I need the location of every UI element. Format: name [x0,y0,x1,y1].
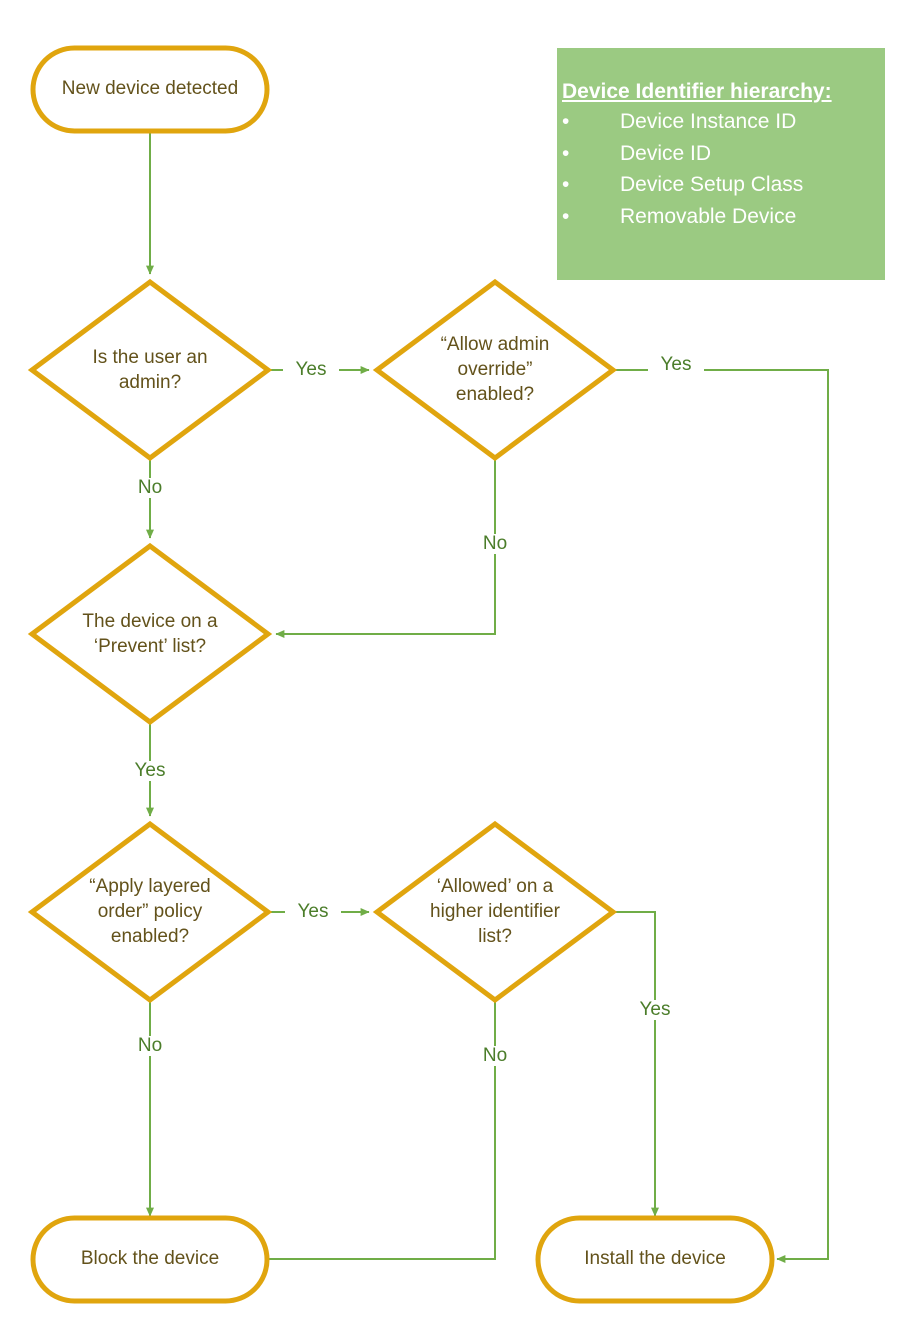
legend-item-label: Device Setup Class [620,173,804,196]
node-start[interactable] [30,45,270,134]
bullet-icon: • [562,204,570,228]
node-prevent-list[interactable] [27,542,273,726]
legend-item-label: Removable Device [620,204,797,228]
legend-item-label: Device ID [620,141,712,165]
edge-label-is-admin-yes: Yes [283,360,339,380]
node-layered-order[interactable] [27,820,273,1004]
bullet-icon: • [562,173,570,196]
edge-label-layered-yes: Yes [285,902,341,922]
node-admin-override[interactable] [372,278,618,462]
device-identifier-hierarchy-legend: Device Identifier hierarchy: • Device In… [557,48,885,280]
connector-override-yes [613,369,829,1263]
legend-item: • Device Setup Class [562,169,875,201]
edge-label-allowed-yes: Yes [627,1000,683,1020]
legend-item: • Removable Device [562,201,875,233]
bullet-icon: • [562,141,570,165]
legend-item-label: Device Instance ID [620,110,797,133]
connector-allowed-no [195,1000,496,1263]
legend-item: • Device ID [562,138,875,170]
node-install[interactable] [535,1215,775,1304]
edge-label-override-no: No [467,534,523,554]
node-layer [27,45,775,1304]
edge-label-is-admin-no: No [122,478,178,498]
edge-label-allowed-no: No [467,1046,523,1066]
edge-label-prevent-yes: Yes [122,761,178,781]
legend-item-list: • Device Instance ID • Device ID • Devic… [562,106,875,232]
legend-title: Device Identifier hierarchy: [562,80,832,103]
connector-override-no [275,458,496,638]
legend-item: • Device Instance ID [562,106,875,138]
bullet-icon: • [562,110,570,133]
node-is-admin[interactable] [27,278,273,462]
node-block[interactable] [30,1215,270,1304]
connector-allowed-yes [613,911,659,1217]
connector-layer [146,131,829,1263]
edge-label-override-yes: Yes [648,355,704,375]
node-allowed-higher[interactable] [372,820,618,1004]
edge-label-layered-no: No [122,1036,178,1056]
